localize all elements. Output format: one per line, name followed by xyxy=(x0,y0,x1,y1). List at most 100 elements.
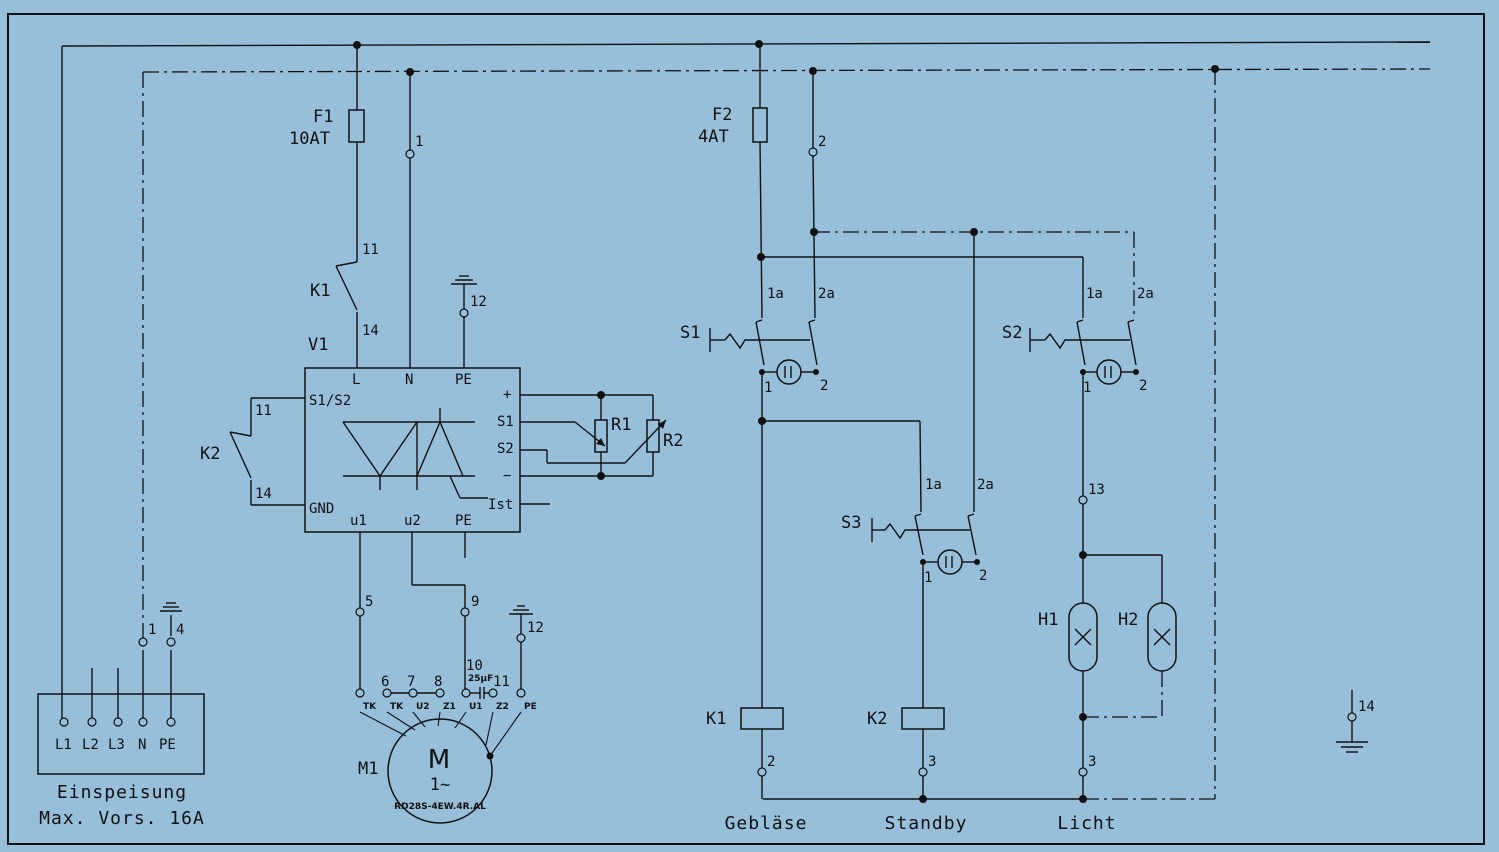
lamp-h2-name: H2 xyxy=(1118,610,1138,630)
controller-pin-s2: S2 xyxy=(497,441,514,457)
motor-terminal-label-z1: Z1 xyxy=(443,702,456,712)
motor-terminal-8: 8 xyxy=(434,674,442,690)
lamp-h1-name: H1 xyxy=(1038,610,1058,630)
motor-model: RD28S-4EW.4R.AL xyxy=(394,802,486,812)
supply-terminal-l1: L1 xyxy=(55,737,72,753)
relay-k2-coil-name: K2 xyxy=(867,709,887,729)
motor-capacitor-label: 25µF xyxy=(468,674,493,684)
lamps xyxy=(1068,551,1177,799)
r2-symbol xyxy=(646,419,660,453)
motor-phase: 1~ xyxy=(430,775,450,795)
supply-terminal-n: N xyxy=(138,737,146,753)
controller-pin-n: N xyxy=(405,372,413,388)
controller-pe-ground xyxy=(451,275,477,368)
r2-name: R2 xyxy=(663,431,683,451)
motor-terminal-10: 10 xyxy=(466,658,483,674)
supply-title: Einspeisung xyxy=(57,782,187,803)
fuse-f1-name: F1 xyxy=(313,107,333,127)
motor-symbol-m: M xyxy=(428,745,450,775)
k1-contact-blade xyxy=(335,265,358,311)
switch-s3-1: 1 xyxy=(924,570,932,586)
relay-k2-coil xyxy=(901,707,945,799)
fuse-f1-rating: 10AT xyxy=(289,129,330,149)
switch-s3-2: 2 xyxy=(979,568,987,584)
switch-s2-1: 1 xyxy=(1083,380,1091,396)
controller-pin-minus: − xyxy=(503,468,511,484)
lamp-terminal-3: 3 xyxy=(1088,754,1096,770)
k2-contact-name: K2 xyxy=(200,444,220,464)
controller-pin-plus: + xyxy=(503,387,511,403)
lamp-terminal-13: 13 xyxy=(1088,482,1105,498)
switch-s3-1a: 1a xyxy=(925,477,942,493)
controller-pin-pe-top: PE xyxy=(455,372,472,388)
switch-s1-1: 1 xyxy=(764,380,772,396)
controller-n-terminal: 1 xyxy=(415,134,423,150)
switch-s1-name: S1 xyxy=(680,323,700,343)
motor-feed-terminal-12: 12 xyxy=(527,620,544,636)
switch-s2-2: 2 xyxy=(1139,378,1147,394)
control-terminal-2: 2 xyxy=(818,134,826,150)
motor-terminal-label-pe: PE xyxy=(524,702,537,712)
switch-s3 xyxy=(871,513,980,708)
relay-k1-coil-terminal: 2 xyxy=(767,754,775,770)
fuse-f2-name: F2 xyxy=(712,105,732,125)
controller-pin-pe-bottom: PE xyxy=(455,513,472,529)
switch-s3-name: S3 xyxy=(841,513,861,533)
potentiometer-network xyxy=(520,391,667,480)
ground-terminal xyxy=(1336,690,1368,753)
controller-pin-l: L xyxy=(352,372,360,388)
neutral-bus xyxy=(142,68,1431,640)
motor-terminal-7: 7 xyxy=(407,674,415,690)
motor-terminal-label-tk2: TK xyxy=(390,702,404,712)
switch-s1-1a: 1a xyxy=(767,286,784,302)
motor-terminal-label-u2: U2 xyxy=(416,702,430,712)
k2-contact-11: 11 xyxy=(255,403,272,419)
supply-n-terminal-label: 1 xyxy=(148,622,156,638)
supply-block: 1 4 L1 L2 L3 N PE xyxy=(37,602,205,775)
controller-pin-u1: u1 xyxy=(350,513,367,529)
motor-m1-symbol xyxy=(387,718,493,824)
k1-contact-11: 11 xyxy=(362,242,379,258)
supply-pe-terminal-label: 4 xyxy=(176,622,184,638)
motor-terminal-6: 6 xyxy=(381,674,389,690)
relay-k1-coil xyxy=(740,707,784,799)
s3-feed xyxy=(758,417,922,513)
switch-s1-2: 2 xyxy=(820,378,828,394)
motor-name: M1 xyxy=(358,759,378,779)
supply-subtitle: Max. Vors. 16A xyxy=(39,808,205,829)
motor-feed-terminal-5: 5 xyxy=(365,594,373,610)
controller-name: V1 xyxy=(308,335,328,355)
r1-name: R1 xyxy=(611,415,631,435)
k1-contact-name: K1 xyxy=(310,281,330,301)
motor-terminal-label-u1: U1 xyxy=(469,702,483,712)
output-geblaese: Gebläse xyxy=(725,813,808,834)
output-licht: Licht xyxy=(1057,813,1116,834)
motor-feed-terminal-9: 9 xyxy=(471,594,479,610)
motor-wiring xyxy=(355,532,533,824)
ground-terminal-14: 14 xyxy=(1358,699,1375,715)
k1-contact-14: 14 xyxy=(362,323,379,339)
frame-border xyxy=(7,13,1485,845)
relay-k2-coil-terminal: 3 xyxy=(928,754,936,770)
k2-contact-14: 14 xyxy=(255,486,272,502)
motor-terminal-label-tk1: TK xyxy=(363,702,377,712)
fuse-f1-symbol xyxy=(348,109,365,143)
controller-pe-terminal: 12 xyxy=(470,294,487,310)
switch-s3-2a: 2a xyxy=(977,477,994,493)
controller-pin-ist: Ist xyxy=(488,497,513,513)
switch-s2-2a: 2a xyxy=(1137,286,1154,302)
switch-s2-1a: 1a xyxy=(1086,286,1103,302)
switch-s1 xyxy=(709,319,819,708)
return-bus xyxy=(763,65,1219,803)
f1-branch xyxy=(335,41,365,368)
fuse-f2-symbol xyxy=(752,107,768,143)
control-2-column xyxy=(808,67,1135,512)
controller-pin-s1: S1 xyxy=(497,414,514,430)
switch-s1-2a: 2a xyxy=(818,286,835,302)
supply-terminal-l2: L2 xyxy=(82,737,99,753)
motor-terminal-label-z2: Z2 xyxy=(496,702,509,712)
k2-contact xyxy=(229,397,305,506)
control-left-column xyxy=(752,40,1084,319)
controller-n-feed xyxy=(405,68,415,368)
fuse-f2-rating: 4AT xyxy=(698,127,729,147)
